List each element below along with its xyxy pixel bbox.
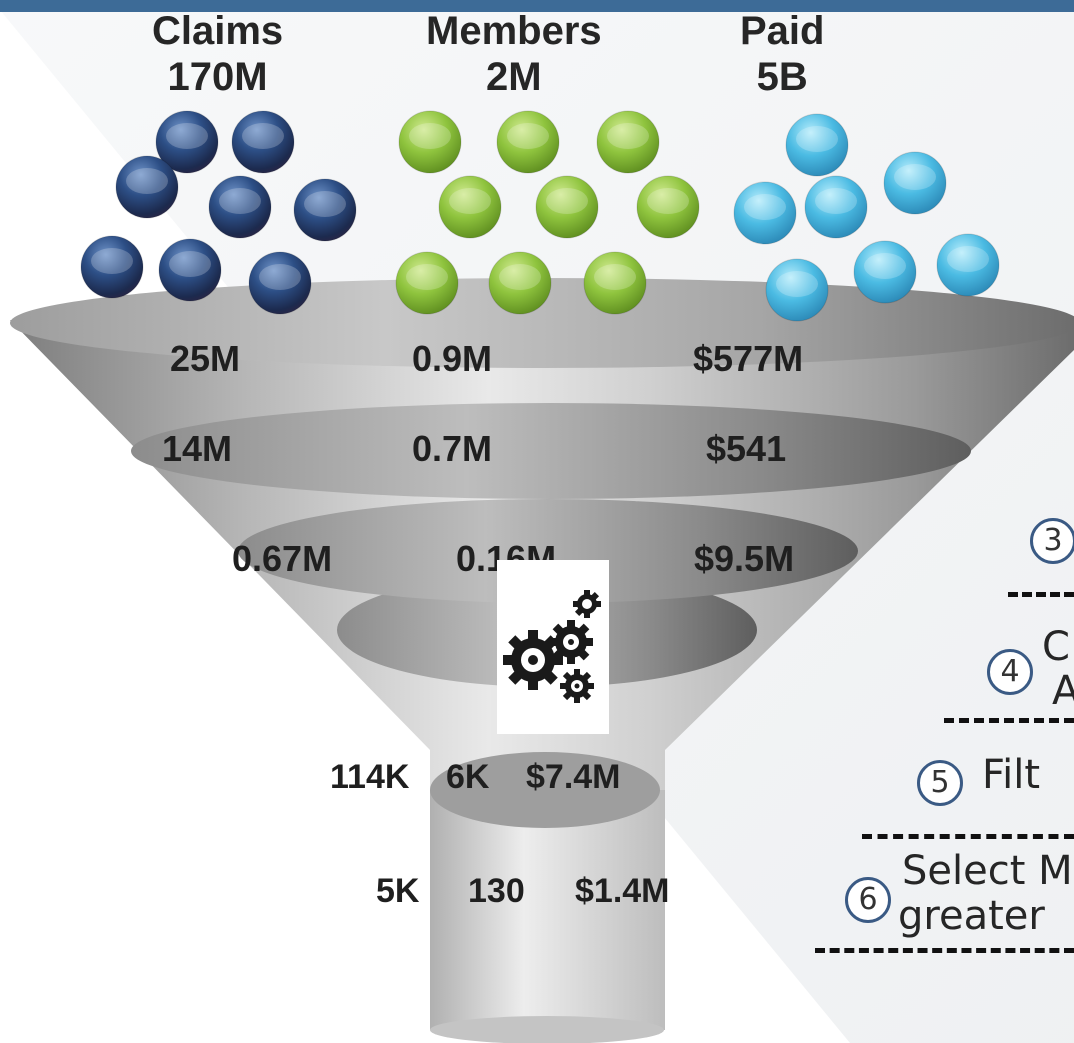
claims-ball-highlight xyxy=(169,251,211,277)
members-ball xyxy=(583,251,647,315)
members-ball xyxy=(636,175,700,239)
paid-ball xyxy=(853,240,917,304)
members-ball xyxy=(398,110,462,174)
members-ball xyxy=(596,110,660,174)
funnel-spout-base xyxy=(430,1016,664,1043)
step-6-badge: 6 xyxy=(845,877,891,923)
members-ball-highlight xyxy=(449,188,491,214)
members-ball xyxy=(395,251,459,315)
claims-ball-highlight xyxy=(259,264,301,290)
claims-ball-highlight xyxy=(304,191,346,217)
level-4-members: 6K xyxy=(446,758,490,796)
claims-ball-highlight xyxy=(91,248,133,274)
claims-ball xyxy=(231,110,295,174)
level-3-claims: 0.67M xyxy=(232,538,333,579)
members-ball-highlight xyxy=(647,188,689,214)
gears-icon xyxy=(497,560,609,734)
level-1-claims: 25M xyxy=(170,338,241,379)
paid-ball xyxy=(883,151,947,215)
header-claims-label: Claims xyxy=(152,9,284,53)
paid-ball xyxy=(936,233,1000,297)
claims-ball-highlight xyxy=(219,188,261,214)
level-5-paid: $1.4M xyxy=(575,872,670,910)
level-1-paid: $577M xyxy=(693,338,804,379)
header-paid-value: 5B xyxy=(756,55,808,99)
paid-ball xyxy=(765,258,829,322)
claims-ball-highlight xyxy=(242,123,284,149)
step-5-line1: Filt xyxy=(982,752,1041,798)
header-claims: Claims 170M xyxy=(152,8,283,100)
level-1-members: 0.9M xyxy=(412,338,493,379)
step-5-badge: 5 xyxy=(917,760,963,806)
funnel-spout xyxy=(430,790,665,1030)
paid-ball xyxy=(785,113,849,177)
paid-ball-highlight xyxy=(776,271,818,297)
step-3-badge: 3 xyxy=(1030,518,1074,564)
funnel-ring-2 xyxy=(131,403,971,499)
claims-ball xyxy=(155,110,219,174)
members-ball-highlight xyxy=(507,123,549,149)
members-ball-highlight xyxy=(594,264,636,290)
step-divider-3 xyxy=(862,834,1074,839)
level-5-claims: 5K xyxy=(376,872,420,910)
members-ball-highlight xyxy=(409,123,451,149)
paid-ball-highlight xyxy=(894,164,936,190)
members-ball-highlight xyxy=(607,123,649,149)
members-ball-highlight xyxy=(406,264,448,290)
level-2-claims: 14M xyxy=(162,428,233,469)
paid-ball xyxy=(804,175,868,239)
step-divider-4 xyxy=(815,948,1074,953)
claims-ball xyxy=(115,155,179,219)
level-5-members: 130 xyxy=(468,872,525,910)
claims-ball xyxy=(208,175,272,239)
step-4-badge: 4 xyxy=(987,649,1033,695)
data-balls xyxy=(80,110,1000,322)
level-2-paid: $541 xyxy=(706,428,787,469)
paid-ball-highlight xyxy=(947,246,989,272)
step-divider-1 xyxy=(1008,592,1074,597)
paid-ball-highlight xyxy=(815,188,857,214)
members-ball xyxy=(438,175,502,239)
header-paid-label: Paid xyxy=(740,9,825,53)
header-members-value: 2M xyxy=(486,55,542,99)
funnel-ring-3 xyxy=(238,499,858,603)
claims-ball xyxy=(293,178,357,242)
step-4-line1: C xyxy=(1042,624,1070,670)
step-6-line1: Select M xyxy=(902,848,1073,894)
paid-ball-highlight xyxy=(864,253,906,279)
funnel-spout-top xyxy=(430,752,660,828)
paid-ball-highlight xyxy=(796,126,838,152)
paid-ball-highlight xyxy=(744,194,786,220)
header-members-label: Members xyxy=(426,9,602,53)
claims-ball xyxy=(248,251,312,315)
header-claims-value: 170M xyxy=(167,55,268,99)
members-ball-highlight xyxy=(499,264,541,290)
claims-ball xyxy=(80,235,144,299)
step-divider-2 xyxy=(944,718,1074,723)
members-ball xyxy=(496,110,560,174)
members-ball xyxy=(535,175,599,239)
level-2-members: 0.7M xyxy=(412,428,493,469)
header-members: Members 2M xyxy=(426,8,602,100)
members-ball xyxy=(488,251,552,315)
claims-ball xyxy=(158,238,222,302)
claims-ball-highlight xyxy=(126,168,168,194)
step-6-line2: greater xyxy=(898,893,1045,939)
header-paid: Paid 5B xyxy=(740,8,824,100)
paid-ball xyxy=(733,181,797,245)
step-4-line2: A xyxy=(1052,668,1074,714)
claims-ball-highlight xyxy=(166,123,208,149)
level-4-paid: $7.4M xyxy=(526,758,621,796)
level-3-paid: $9.5M xyxy=(694,538,795,579)
members-ball-highlight xyxy=(546,188,588,214)
top-accent-bar xyxy=(0,0,1074,12)
level-4-claims: 114K xyxy=(330,758,410,796)
